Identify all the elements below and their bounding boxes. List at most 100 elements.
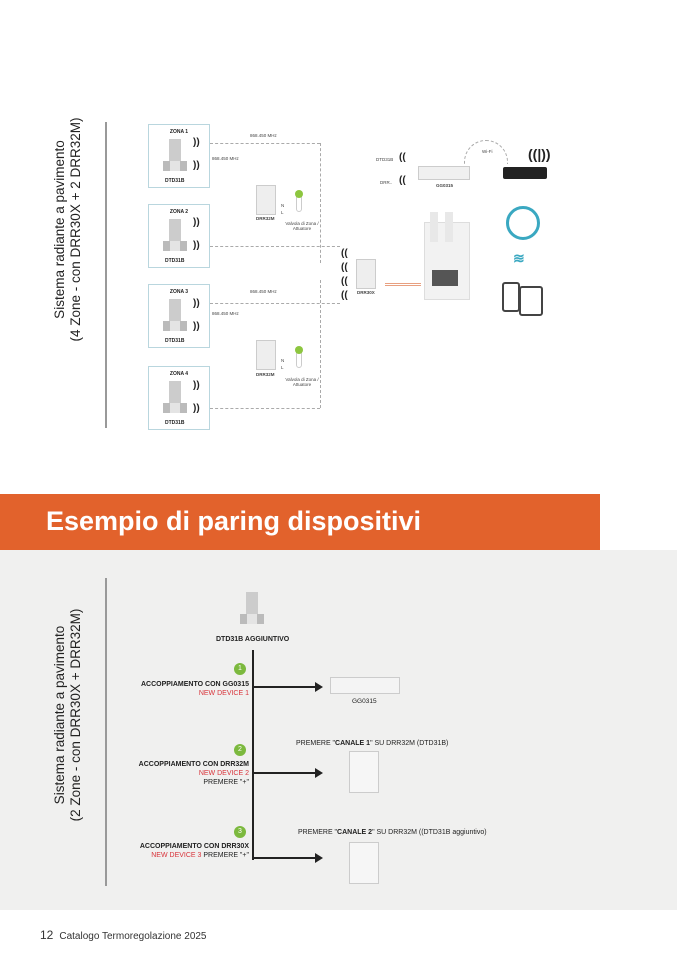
zone-4: ZONA 4 DTD31B <box>148 366 210 430</box>
thermostat-icon <box>163 219 187 251</box>
label: GG0315 <box>352 698 377 705</box>
label: N <box>281 203 285 208</box>
label: GG0315 <box>436 183 454 188</box>
label: PREMERE " <box>296 740 336 747</box>
signal-icon: (( <box>341 262 348 273</box>
label: DTD31B <box>165 420 185 426</box>
graphic-element <box>385 283 421 286</box>
label: PREMERE "+" <box>203 779 249 786</box>
section-banner: Esempio di paring dispositivi <box>0 494 600 550</box>
graphic-element <box>210 143 320 144</box>
drr32m-device <box>256 340 276 370</box>
title-line: Sistema radiante a pavimento <box>52 625 67 805</box>
signal-icon: (( <box>341 248 348 259</box>
signal-icon: (( <box>341 276 348 287</box>
page-number: 12 <box>40 928 54 942</box>
wifi-icon: ≋ <box>513 250 525 266</box>
label: NEW DEVICE 2 <box>198 770 249 777</box>
graphic-element <box>320 280 321 408</box>
thermostat-icon <box>163 381 187 413</box>
signal-icon: (( <box>341 290 348 301</box>
label: DRR30X <box>357 290 375 295</box>
label: L <box>281 365 284 370</box>
drr30x-device <box>349 842 379 884</box>
divider-line <box>105 122 107 428</box>
drr32m-device <box>349 751 379 793</box>
label: PREMERE "+" <box>201 852 249 859</box>
top-vertical-title: Sistema radiante a pavimento (4 Zone - c… <box>52 117 84 342</box>
cloud-icon <box>506 206 540 240</box>
subtitle-line: (2 Zone - con DRR30X + DRR32M) <box>68 608 83 822</box>
graphic-element <box>253 768 323 778</box>
step-3: ACCOPPIAMENTO CON DRR30X NEW DEVICE 3 PRE… <box>140 842 249 860</box>
signal-icon: (( <box>399 152 406 163</box>
signal-icon: (( <box>399 175 406 186</box>
label: DTD31B <box>165 338 185 344</box>
graphic-element <box>295 190 303 198</box>
signal-icon: )) <box>193 240 200 251</box>
step-2: ACCOPPIAMENTO CON DRR32M NEW DEVICE 2 PREM… <box>139 760 249 787</box>
label: DRR.. <box>380 180 393 185</box>
graphic-element <box>432 270 458 286</box>
label: ZONA 3 <box>169 289 189 295</box>
step-number: 3 <box>234 826 246 838</box>
label: CANALE 2 <box>337 829 373 836</box>
graphic-element <box>253 853 323 863</box>
graphic-element <box>320 143 321 263</box>
pairing-section <box>0 550 677 910</box>
label: Valvola di Zona / Attuatore <box>285 377 319 387</box>
signal-icon: )) <box>193 137 200 148</box>
footer: 12 Catalogo Termoregolazione 2025 <box>40 928 207 942</box>
graphic-element <box>240 592 264 624</box>
label: N <box>281 358 285 363</box>
graphic-element <box>445 212 453 242</box>
banner-title: Esempio di paring dispositivi <box>46 506 422 536</box>
label: CANALE 1 <box>335 740 371 747</box>
label: ACCOPPIAMENTO CON GG0315 <box>140 681 249 688</box>
bottom-vertical-title: Sistema radiante a pavimento (2 Zone - c… <box>52 575 84 855</box>
thermostat-icon <box>163 139 187 171</box>
label: ZONA 1 <box>169 129 189 135</box>
label: DRR32M <box>256 372 275 377</box>
gg0315-device <box>330 677 400 694</box>
graphic-element <box>295 346 303 354</box>
label: Valvola di Zona / Attuatore <box>285 221 319 231</box>
label: 868.450 MHz <box>212 156 239 161</box>
label: ZONA 4 <box>169 371 189 377</box>
graphic-element <box>253 682 323 692</box>
label: NEW DEVICE 3 <box>151 852 202 859</box>
label: 868.450 MHz <box>212 311 239 316</box>
device-label: DTD31B AGGIUNTIVO <box>216 636 290 643</box>
thermostat-icon <box>163 299 187 331</box>
graphic-element <box>210 303 340 304</box>
label: ACCOPPIAMENTO CON DRR30X <box>139 843 249 850</box>
divider-line <box>105 578 107 886</box>
subtitle-line: (4 Zone - con DRR30X + 2 DRR32M) <box>68 117 83 342</box>
step-number: 2 <box>234 744 246 756</box>
graphic-element <box>210 408 320 409</box>
router-icon <box>503 167 547 179</box>
label: " SU DRR32M (DTD31B) <box>370 740 449 747</box>
step-2-note: PREMERE "CANALE 1" SU DRR32M (DTD31B) <box>296 740 448 747</box>
gg0315-device <box>418 166 470 180</box>
label: ZONA 2 <box>169 209 189 215</box>
label: 868.450 MHz <box>250 289 277 294</box>
signal-icon: )) <box>193 160 200 171</box>
catalog-title: Catalogo Termoregolazione 2025 <box>59 931 207 942</box>
label: ACCOPPIAMENTO CON DRR32M <box>138 761 249 768</box>
graphic-element <box>519 286 543 316</box>
label: DTD31B <box>376 157 394 162</box>
graphic-element <box>252 650 254 860</box>
signal-icon: )) <box>193 298 200 309</box>
label: DRR32M <box>256 216 275 221</box>
step-3-note: PREMERE "CANALE 2" SU DRR32M ((DTD31B ag… <box>298 829 487 836</box>
label: " SU DRR32M ((DTD31B aggiuntivo) <box>372 829 487 836</box>
signal-icon: )) <box>193 217 200 228</box>
label: NEW DEVICE 1 <box>198 690 249 697</box>
graphic-element <box>210 246 340 247</box>
step-number: 1 <box>234 663 246 675</box>
label: DTD31B <box>165 178 185 184</box>
zone-1: ZONA 1 DTD31B <box>148 124 210 188</box>
